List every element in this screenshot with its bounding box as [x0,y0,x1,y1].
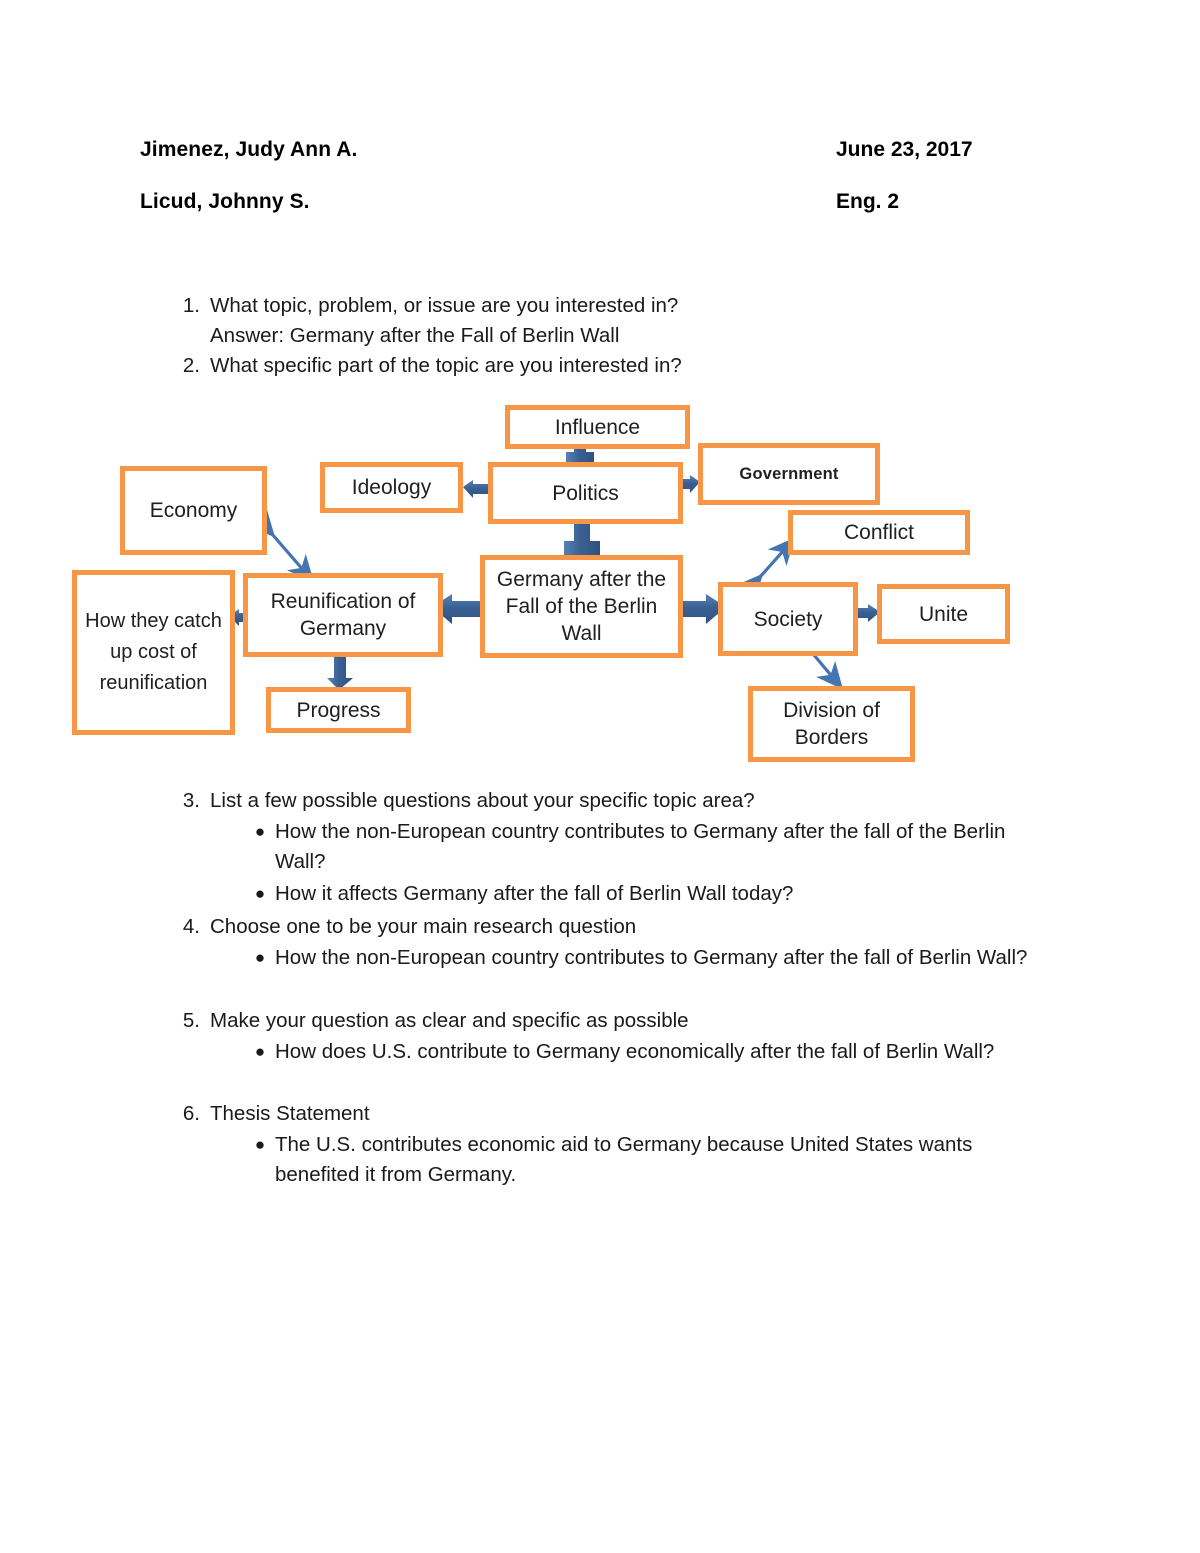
list-marker: 4. [182,915,200,938]
document-header: Jimenez, Judy Ann A. June 23, 2017 Licud… [140,138,1040,242]
bullet-q6-1: ● The U.S. contributes economic aid to G… [245,1130,1035,1190]
bullet-icon: ● [254,884,266,903]
node-conflict-label: Conflict [843,521,915,544]
bullet-q4-1-text: How the non-European country contributes… [275,946,1028,969]
node-unite[interactable]: Unite [877,584,1010,644]
list-item-question-4: 4. Choose one to be your main research q… [178,912,1058,942]
question-6-text: Thesis Statement [210,1102,370,1125]
node-economy[interactable]: Economy [120,466,267,555]
bullet-q6-1-text: The U.S. contributes economic aid to Ger… [275,1133,973,1186]
arrow-society-to-conflict [735,537,796,603]
node-unite-label: Unite [918,602,969,626]
node-ideology-label: Ideology [351,476,432,499]
question-1-answer: Answer: Germany after the Fall of Berlin… [210,324,620,347]
node-economy-label: Economy [149,499,238,522]
list-marker: 5. [182,1009,200,1032]
author-name-1: Jimenez, Judy Ann A. [140,138,358,161]
list-marker: 6. [182,1102,200,1125]
arrow-politics-to-ideology [463,480,490,498]
arrow-center-to-society [678,594,726,624]
bullet-q4-1: ● How the non-European country contribut… [245,943,1040,973]
bullet-icon: ● [254,1042,266,1061]
node-influence-label: Influence [554,415,641,439]
node-ideology[interactable]: Ideology [320,462,463,513]
node-conflict[interactable]: Conflict [788,510,970,555]
list-item-question-1: 1. What topic, problem, or issue are you… [178,291,998,351]
node-influence[interactable]: Influence [505,405,690,449]
bullet-q5-1: ● How does U.S. contribute to Germany ec… [245,1037,1053,1067]
document-date: June 23, 2017 [836,138,973,161]
node-center-topic-label: Germany after the Fall of the Berlin Wal… [496,568,667,645]
author-name-2: Licud, Johnny S. [140,190,310,213]
node-politics[interactable]: Politics [488,462,683,524]
header-row-2: Licud, Johnny S. Eng. 2 [140,190,1040,242]
node-government-label: Government [739,464,839,483]
list-item-question-5: 5. Make your question as clear and speci… [178,1006,1058,1036]
question-2-text: What specific part of the topic are you … [210,354,682,377]
arrow-center-to-reunification [432,594,482,624]
node-society-label: Society [753,607,823,631]
header-row-1: Jimenez, Judy Ann A. June 23, 2017 [140,138,1040,190]
arrow-center-to-politics [564,524,600,556]
bullet-q3-2: ● How it affects Germany after the fall … [245,879,1060,909]
bullet-icon: ● [254,822,266,841]
arrow-society-to-division-of-borders [796,634,844,690]
node-division-of-borders[interactable]: Division of Borders [748,686,915,762]
bullet-icon: ● [254,948,266,967]
list-marker: 3. [182,789,200,812]
arrow-reunification-to-catchup [229,609,250,626]
node-center-topic[interactable]: Germany after the Fall of the Berlin Wal… [480,555,683,658]
node-reunification-label: Reunification of Germany [270,590,416,640]
node-government[interactable]: Government [698,443,880,505]
question-4-text: Choose one to be your main research ques… [210,915,637,938]
list-marker: 2. [182,354,200,377]
list-item-question-2: 2. What specific part of the topic are y… [178,351,998,381]
question-1-text: What topic, problem, or issue are you in… [210,294,679,317]
bullet-q3-1-text: How the non-European country contributes… [275,820,1006,873]
arrow-reunification-to-progress [327,652,353,690]
node-catch-up-cost-label: How they catch up cost of reunification [85,610,222,694]
list-item-text: What topic, problem, or issue are you in… [210,291,998,351]
node-reunification[interactable]: Reunification of Germany [243,573,443,657]
arrow-society-to-unite [850,604,880,622]
arrow-politics-to-government [676,475,700,493]
question-3-text: List a few possible questions about your… [210,789,755,812]
node-society[interactable]: Society [718,582,858,656]
node-progress[interactable]: Progress [266,687,411,733]
list-item-question-6: 6. Thesis Statement [178,1099,1058,1129]
bullet-q3-2-text: How it affects Germany after the fall of… [275,882,794,905]
bullet-icon: ● [254,1135,266,1154]
course-label: Eng. 2 [836,190,900,213]
node-catch-up-cost[interactable]: How they catch up cost of reunification [72,570,235,735]
arrow-economy-to-reunification [247,508,315,583]
bullet-q5-1-text: How does U.S. contribute to Germany econ… [275,1040,995,1063]
node-politics-label: Politics [552,481,619,505]
question-5-text: Make your question as clear and specific… [210,1009,689,1032]
bullet-q3-1: ● How the non-European country contribut… [245,817,1060,877]
list-marker: 1. [182,294,200,317]
arrow-politics-to-influence [566,442,594,462]
list-item-question-3: 3. List a few possible questions about y… [178,786,1058,816]
node-division-of-borders-label: Division of Borders [783,699,880,749]
node-progress-label: Progress [296,698,381,722]
